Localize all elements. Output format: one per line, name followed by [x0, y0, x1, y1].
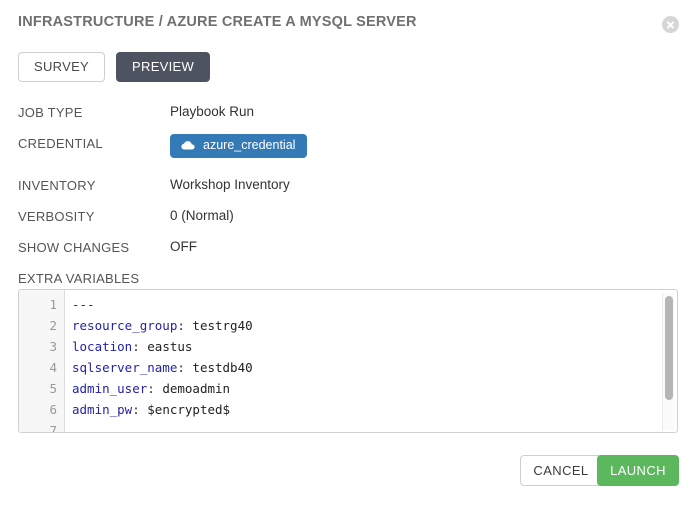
yaml-value: demoadmin	[154, 381, 231, 396]
yaml-doc-start: ---	[72, 297, 95, 312]
verbosity-value: 0 (Normal)	[170, 208, 234, 223]
editor-line-number: 7	[49, 423, 57, 433]
yaml-value: eastus	[139, 339, 193, 354]
inventory-label: INVENTORY	[18, 178, 96, 193]
editor-code-line: resource_group: testrg40	[72, 315, 677, 336]
editor-code-line	[72, 420, 677, 432]
launch-button[interactable]: LAUNCH	[597, 455, 679, 486]
tab-preview[interactable]: PREVIEW	[116, 52, 211, 82]
yaml-value: testdb40	[184, 360, 253, 375]
detail-row-verbosity: VERBOSITY 0 (Normal)	[0, 207, 698, 238]
editor-code-line: sqlserver_name: testdb40	[72, 357, 677, 378]
yaml-key: resource_group	[72, 318, 178, 333]
editor-code-line: ---	[72, 294, 677, 315]
modal-header: INFRASTRUCTURE / AZURE CREATE A MYSQL SE…	[0, 0, 698, 42]
extra-variables-label: EXTRA VARIABLES	[18, 271, 140, 286]
modal-footer: CANCEL LAUNCH	[0, 452, 698, 512]
yaml-key: admin_user	[72, 381, 148, 396]
editor-line-number: 2	[49, 318, 57, 333]
editor-line-number: 6	[49, 402, 57, 417]
editor-code-line: location: eastus	[72, 336, 677, 357]
editor-gutter: 1 2 3 4 5 6 7	[19, 290, 65, 432]
job-type-value: Playbook Run	[170, 104, 255, 119]
tab-survey[interactable]: SURVEY	[18, 52, 106, 82]
yaml-separator: :	[177, 360, 185, 375]
yaml-value: testrg40	[184, 318, 253, 333]
credential-label: CREDENTIAL	[18, 136, 103, 151]
yaml-key: sqlserver_name	[72, 360, 178, 375]
page-title: INFRASTRUCTURE / AZURE CREATE A MYSQL SE…	[18, 14, 417, 30]
cancel-button[interactable]: CANCEL	[520, 455, 602, 486]
editor-scrollbar-thumb[interactable]	[665, 296, 673, 400]
close-icon[interactable]	[662, 16, 679, 33]
credential-badge-label: azure_credential	[203, 138, 296, 152]
yaml-key: admin_pw	[72, 402, 133, 417]
editor-code-line: admin_pw: $encrypted$	[72, 399, 677, 420]
detail-row-show-changes: SHOW CHANGES OFF	[0, 238, 698, 269]
detail-row-inventory: INVENTORY Workshop Inventory	[0, 176, 698, 207]
editor-scrollbar[interactable]	[662, 293, 674, 431]
yaml-separator: :	[147, 381, 155, 396]
yaml-separator: :	[177, 318, 185, 333]
editor-line-number: 3	[49, 339, 57, 354]
verbosity-label: VERBOSITY	[18, 209, 95, 224]
show-changes-label: SHOW CHANGES	[18, 240, 130, 255]
editor-line-number: 5	[49, 381, 57, 396]
editor-code-line: admin_user: demoadmin	[72, 378, 677, 399]
credential-badge[interactable]: azure_credential	[170, 134, 308, 158]
editor-line-number: 1	[49, 297, 57, 312]
detail-row-job-type: JOB TYPE Playbook Run	[0, 103, 698, 134]
detail-row-credential: CREDENTIAL azure_credential	[0, 134, 698, 176]
yaml-key: location	[72, 339, 133, 354]
tab-bar: SURVEY PREVIEW	[18, 52, 211, 82]
cloud-icon	[180, 140, 195, 151]
job-details: JOB TYPE Playbook Run CREDENTIAL azure_c…	[0, 103, 698, 269]
show-changes-value: OFF	[170, 239, 197, 254]
yaml-separator: :	[132, 402, 140, 417]
yaml-separator: :	[132, 339, 140, 354]
editor-line-number: 4	[49, 360, 57, 375]
inventory-value: Workshop Inventory	[170, 177, 290, 192]
job-type-label: JOB TYPE	[18, 105, 83, 120]
yaml-value: $encrypted$	[139, 402, 231, 417]
